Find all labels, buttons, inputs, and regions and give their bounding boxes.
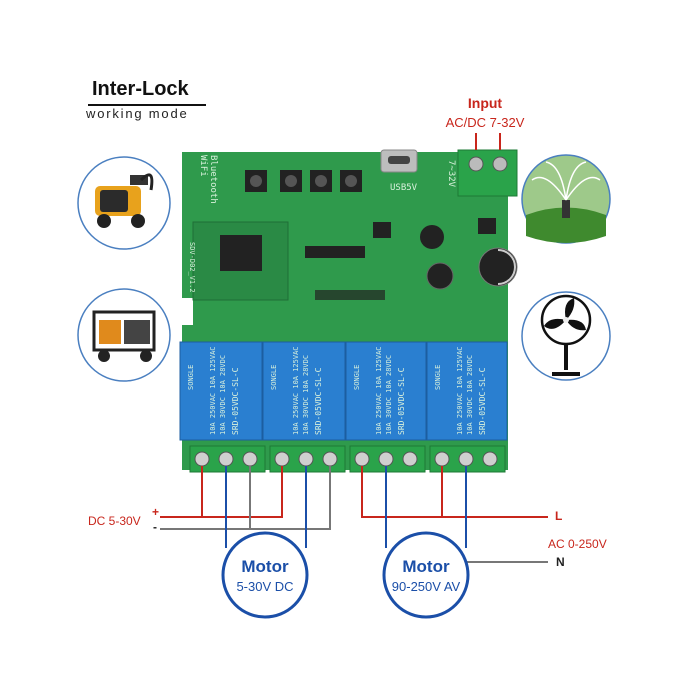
relay-2-brand: SONGLE (270, 365, 278, 390)
neutral-label: N (556, 555, 565, 569)
line-label: L (555, 509, 563, 523)
relay-1-brand: SONGLE (187, 365, 195, 390)
relay-4-spec1: 10A 250VAC 10A 125VAC (456, 346, 464, 435)
relay-3-spec1: 10A 250VAC 10A 125VAC (375, 346, 383, 435)
pressure-washer-icon (77, 156, 171, 250)
dc-minus-label: - (153, 520, 157, 534)
relay-2-spec2: 10A 30VDC 10A 28VDC (302, 355, 310, 435)
relay-4-model: SRD-05VDC-SL-C (478, 367, 487, 435)
relay-1-spec2: 10A 30VDC 10A 28VDC (219, 355, 227, 435)
board-voltage-label: 7~32V (446, 160, 456, 188)
dc-motor-spec: 5-30V DC (236, 579, 294, 594)
title-underline (88, 104, 206, 106)
relay-1-spec1: 10A 250VAC 10A 125VAC (209, 346, 217, 435)
board-bluetooth-label: Bluetooth (208, 155, 218, 204)
ac-motor (382, 531, 470, 619)
relay-1: SONGLE 10A 250VAC 10A 125VAC 10A 30VDC 1… (187, 346, 240, 435)
dc-motor (221, 531, 309, 619)
dc-plus-label: + (152, 505, 160, 519)
ac-motor-title: Motor (402, 557, 450, 576)
relay-2-spec1: 10A 250VAC 10A 125VAC (292, 346, 300, 435)
board-wifi-label: WiFi (198, 155, 208, 177)
generator-icon (77, 288, 171, 382)
relay-4: SONGLE 10A 250VAC 10A 125VAC 10A 30VDC 1… (434, 346, 487, 435)
relay-3-brand: SONGLE (353, 365, 361, 390)
relay-3-spec2: 10A 30VDC 10A 28VDC (385, 355, 393, 435)
relay-4-brand: SONGLE (434, 365, 442, 390)
ac-motor-spec: 90-250V AV (391, 579, 461, 594)
sprinkler-icon (521, 154, 611, 244)
relay-board: SDV-D02_V1.2 WiFi Bluetooth USB5V 7~32V (179, 149, 518, 473)
input-spec: AC/DC 7-32V (445, 115, 525, 130)
relay-2-model: SRD-05VDC-SL-C (314, 367, 323, 435)
diagram-subtitle: working mode (86, 106, 189, 121)
ac-supply-label: AC 0-250V (548, 537, 607, 551)
board-usb-label: USB5V (390, 183, 418, 193)
fan-icon (521, 291, 611, 381)
dc-wiring (160, 466, 331, 548)
relay-3-model: SRD-05VDC-SL-C (397, 367, 406, 435)
board-model-label: SDV-D02_V1.2 (188, 242, 196, 293)
input-wires (475, 133, 501, 150)
push-buttons (245, 170, 362, 192)
ac-wiring (361, 466, 548, 563)
dc-supply-label: DC 5-30V (88, 514, 141, 528)
input-title: Input (467, 95, 503, 111)
relay-4-spec2: 10A 30VDC 10A 28VDC (466, 355, 474, 435)
dc-motor-title: Motor (241, 557, 289, 576)
relay-2: SONGLE 10A 250VAC 10A 125VAC 10A 30VDC 1… (270, 346, 323, 435)
relay-1-model: SRD-05VDC-SL-C (231, 367, 240, 435)
relay-3: SONGLE 10A 250VAC 10A 125VAC 10A 30VDC 1… (353, 346, 406, 435)
diagram-title: Inter-Lock (92, 78, 189, 100)
